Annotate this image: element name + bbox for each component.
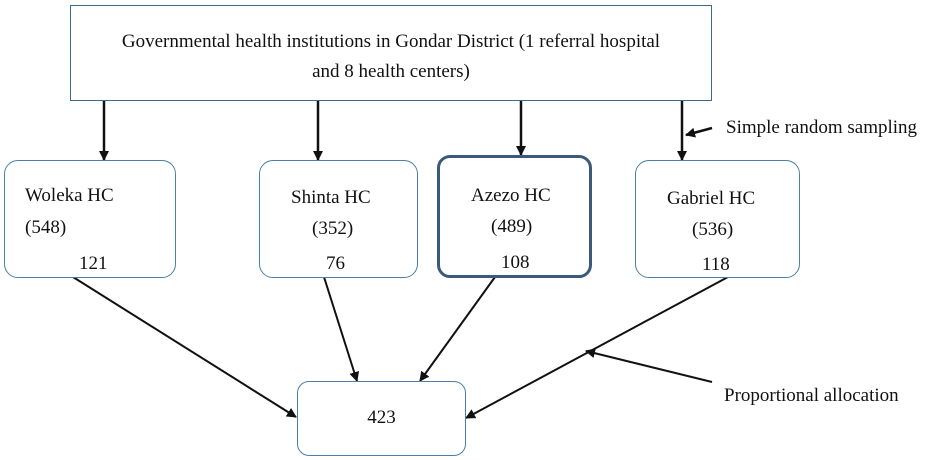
arrow-gabriel-to-total	[465, 276, 729, 419]
woleka-hc-name: Woleka HC	[25, 185, 114, 206]
proportional-allocation-note: Proportional allocation	[724, 385, 899, 406]
gabriel-hc-sample: 118	[702, 254, 730, 275]
azezo-hc-sample: 108	[501, 252, 530, 273]
woleka-hc-box: Woleka HC (548) 121	[4, 160, 176, 278]
shinta-hc-sample: 76	[326, 253, 345, 274]
district-institutions-line-1: Governmental health institutions in Gond…	[121, 31, 661, 52]
sampling-pointer	[685, 126, 713, 138]
total-sample-value: 423	[367, 407, 396, 428]
simple-random-sampling-note: Simple random sampling	[726, 117, 918, 138]
arrow-shinta-to-total	[323, 276, 360, 382]
district-institutions-box: Governmental health institutions in Gond…	[70, 5, 712, 101]
azezo-hc-population: (489)	[491, 216, 533, 237]
shinta-hc-box: Shinta HC (352) 76	[259, 160, 418, 278]
allocation-pointer	[585, 348, 713, 383]
woleka-hc-population: (548)	[25, 217, 67, 238]
arrow-azezo-to-total	[419, 276, 496, 382]
azezo-hc-box: Azezo HC (489) 108	[437, 155, 592, 278]
shinta-hc-population: (352)	[312, 218, 354, 239]
arrow-woleka-to-total	[72, 276, 297, 418]
gabriel-hc-name: Gabriel HC	[667, 188, 756, 209]
gabriel-hc-box: Gabriel HC (536) 118	[635, 160, 800, 278]
district-institutions-line-2: and 8 health centers)	[312, 61, 470, 82]
total-sample-box: 423	[297, 381, 466, 456]
district-institutions-label: Governmental health institutions in Gond…	[71, 27, 711, 87]
shinta-hc-name: Shinta HC	[291, 187, 371, 208]
azezo-hc-name: Azezo HC	[471, 185, 551, 206]
gabriel-hc-population: (536)	[692, 219, 734, 240]
woleka-hc-sample: 121	[79, 253, 108, 274]
